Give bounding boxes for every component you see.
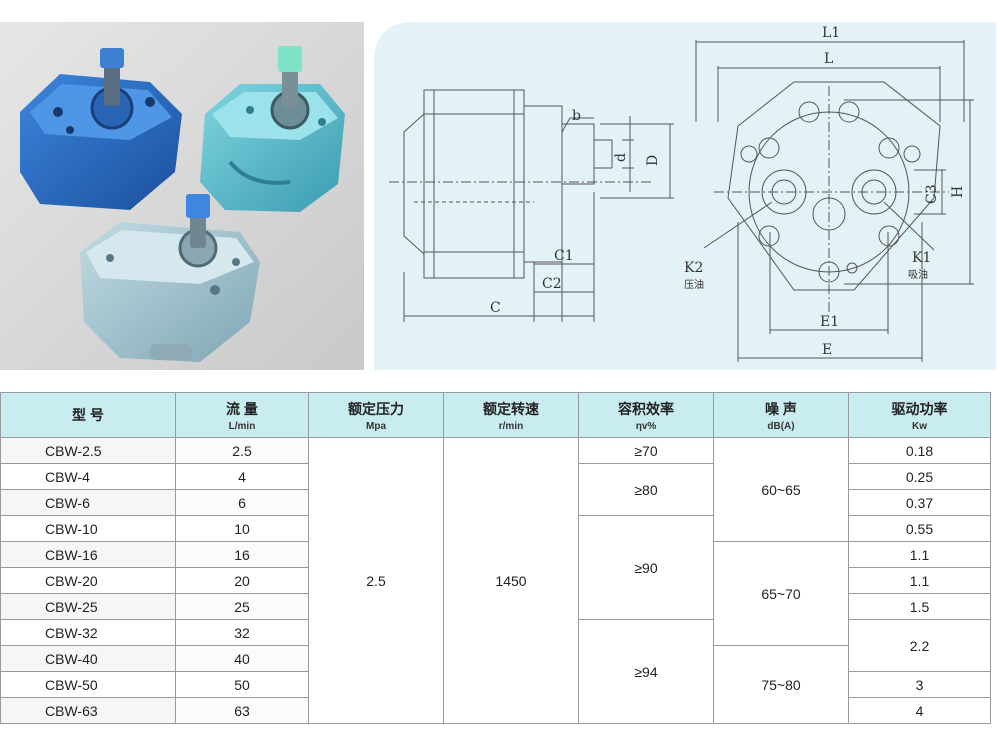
flow-cell: 32 — [175, 619, 309, 646]
pressure-cell: 2.5 — [308, 437, 444, 724]
label-d-upper: D — [645, 155, 661, 166]
label-c1: C1 — [554, 248, 574, 264]
flow-cell: 16 — [175, 541, 309, 568]
table-row: CBW-2.5 2.5 2.5 1450 ≥70 60~65 0.18 — [0, 437, 991, 724]
label-l: L — [824, 51, 833, 67]
power-cell: 1.1 — [848, 567, 991, 594]
blue-pump-image — [20, 48, 182, 210]
model-cell: CBW-32 — [0, 619, 176, 646]
noise-cell: 75~80 — [713, 645, 849, 724]
side-view — [389, 89, 674, 322]
power-cell: 0.25 — [848, 463, 991, 490]
label-k1: K1 — [912, 250, 931, 266]
model-cell: CBW-6 — [0, 489, 176, 516]
table-row: CBW-63 63 4 — [0, 697, 991, 724]
model-cell: CBW-50 — [0, 671, 176, 698]
model-cell: CBW-63 — [0, 697, 176, 724]
table-row: CBW-16 16 65~70 1.1 — [0, 541, 991, 646]
flow-cell: 25 — [175, 593, 309, 620]
model-cell: CBW-2.5 — [0, 437, 176, 464]
flow-cell: 40 — [175, 645, 309, 672]
power-cell: 1.5 — [848, 593, 991, 620]
flow-cell: 50 — [175, 671, 309, 698]
power-cell: 0.18 — [848, 437, 991, 464]
table-row: CBW-20 20 1.1 — [0, 567, 991, 594]
power-cell: 4 — [848, 697, 991, 724]
model-cell: CBW-25 — [0, 593, 176, 620]
efficiency-cell: ≥94 — [578, 619, 714, 724]
power-cell: 2.2 — [848, 619, 991, 672]
power-cell: 1.1 — [848, 541, 991, 568]
flow-cell: 63 — [175, 697, 309, 724]
grey-pump-image — [80, 194, 260, 362]
dimension-labels: L1 L b D d H C3 C1 C2 C K2 压油 K1 吸油 E1 E — [490, 25, 966, 358]
model-cell: CBW-40 — [0, 645, 176, 672]
flow-cell: 2.5 — [175, 437, 309, 464]
model-cell: CBW-4 — [0, 463, 176, 490]
efficiency-cell: ≥80 — [578, 463, 714, 516]
label-e1: E1 — [820, 314, 839, 330]
speed-cell: 1450 — [443, 437, 579, 724]
table-row: CBW-50 50 3 — [0, 671, 991, 698]
power-cell: 3 — [848, 671, 991, 698]
model-cell: CBW-16 — [0, 541, 176, 568]
model-cell: CBW-10 — [0, 515, 176, 542]
label-k2-note: 压油 — [684, 278, 704, 291]
table-row: CBW-40 40 75~80 — [0, 645, 991, 724]
label-c3: C3 — [924, 184, 940, 204]
label-e: E — [822, 342, 832, 358]
label-b: b — [572, 108, 581, 124]
label-c2: C2 — [542, 276, 562, 292]
product-photo-panel — [0, 22, 364, 370]
efficiency-cell: ≥90 — [578, 515, 714, 620]
technical-drawing-panel: L1 L b D d H C3 C1 C2 C K2 压油 K1 吸油 E1 E — [374, 22, 996, 370]
label-h: H — [950, 186, 966, 198]
noise-cell: 65~70 — [713, 541, 849, 646]
flow-cell: 6 — [175, 489, 309, 516]
label-d-lower: d — [613, 153, 629, 162]
teal-pump-image — [200, 46, 345, 212]
dimension-drawing: L1 L b D d H C3 C1 C2 C K2 压油 K1 吸油 E1 E — [374, 22, 996, 370]
table-row: CBW-6 6 0.37 — [0, 489, 991, 516]
label-c: C — [490, 300, 501, 316]
label-l1: L1 — [822, 25, 840, 41]
label-k1-note: 吸油 — [908, 268, 928, 281]
flow-cell: 10 — [175, 515, 309, 542]
gear-pump-photos — [0, 22, 364, 370]
flow-cell: 4 — [175, 463, 309, 490]
flow-cell: 20 — [175, 567, 309, 594]
label-k2: K2 — [684, 260, 703, 276]
front-view — [695, 40, 974, 362]
efficiency-cell: ≥70 — [578, 437, 714, 464]
noise-cell: 60~65 — [713, 437, 849, 542]
model-cell: CBW-20 — [0, 567, 176, 594]
header-model: 型 号 — [0, 392, 176, 438]
power-cell: 0.55 — [848, 515, 991, 542]
power-cell: 0.37 — [848, 489, 991, 516]
